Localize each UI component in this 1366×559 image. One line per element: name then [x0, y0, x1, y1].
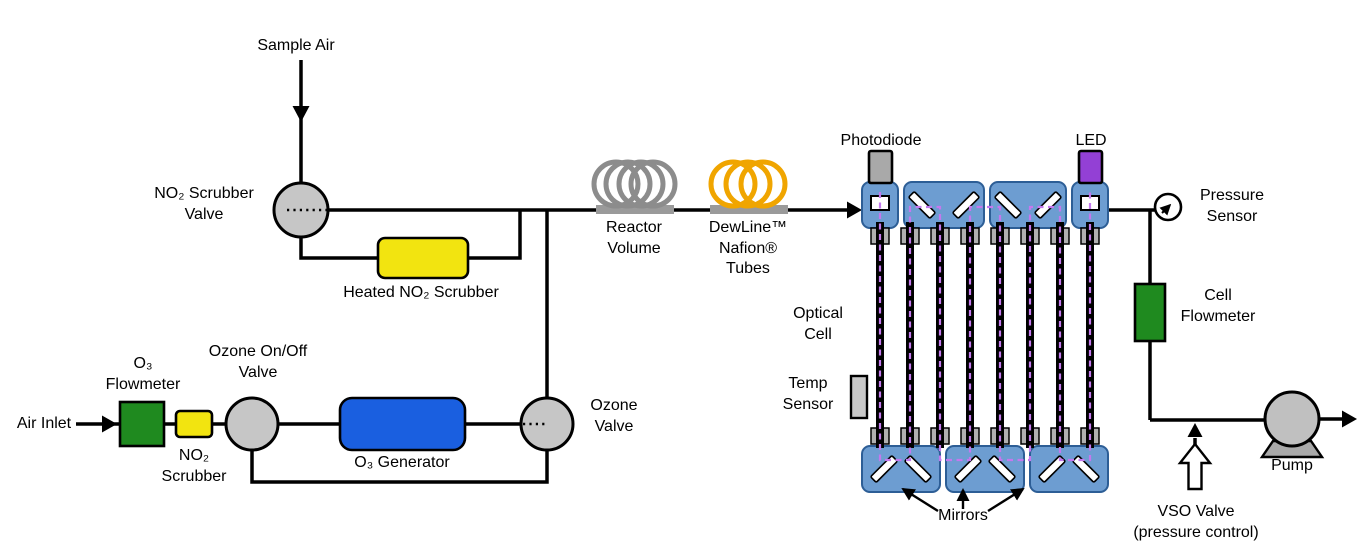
label-line: Air Inlet [16, 415, 72, 432]
label-line: (pressure control) [1133, 523, 1259, 541]
label-line: Reactor [605, 219, 663, 236]
label-line: Valve [184, 205, 224, 223]
label-line: Temp [788, 375, 828, 392]
led-box [1077, 149, 1104, 185]
nafion-tubes-coil [708, 159, 788, 214]
label-line: Tubes [726, 260, 770, 277]
label-line: Cell [804, 325, 832, 343]
label-line: Flowmeter [1180, 307, 1256, 325]
label-line: O₃ [133, 355, 153, 372]
label-line: Sample Air [257, 37, 335, 54]
heated-no2-scrubber-box [376, 236, 470, 280]
label-line: Cell [1204, 287, 1232, 304]
label-heated-no2-scrubber: Heated NO₂ Scrubber [343, 283, 499, 304]
photodiode-box [867, 149, 894, 185]
label-ozone-onoff-valve: Ozone On/Off Valve [209, 342, 307, 383]
no2-scrubber-box [174, 409, 214, 439]
label-line: Mirrors [938, 507, 988, 524]
temp-sensor-box [849, 374, 869, 420]
pressure-sensor-symbol [1153, 192, 1183, 222]
label-line: Nafion® [718, 239, 778, 257]
light-path [878, 192, 1092, 462]
label-line: Ozone [590, 397, 638, 414]
vso-valve-symbol [1177, 423, 1213, 491]
label-pump: Pump [1271, 456, 1313, 477]
label-line: Valve [594, 417, 634, 435]
optical-cell-assembly [849, 149, 1109, 493]
label-nafion-tubes: DewLine™ Nafion® Tubes [709, 218, 787, 280]
label-o3-generator: O₃ Generator [354, 453, 449, 474]
label-line: Sensor [782, 395, 834, 413]
label-pressure-sensor: Pressure Sensor [1200, 186, 1264, 227]
label-line: Valve [238, 363, 278, 381]
label-line: Photodiode [840, 132, 922, 149]
label-air-inlet: Air Inlet [17, 414, 71, 435]
label-cell-flowmeter: Cell Flowmeter [1181, 286, 1256, 327]
cell-inlet-arrow [847, 201, 862, 219]
label-no2-scrubber-valve: NO₂ Scrubber Valve [154, 184, 254, 225]
label-line: Pump [1271, 457, 1313, 474]
reactor-volume-coil [591, 159, 678, 214]
label-line: Flowmeter [105, 375, 181, 393]
label-line: Ozone On/Off [208, 343, 308, 360]
label-line: Volume [607, 239, 661, 257]
label-mirrors: Mirrors [938, 506, 988, 527]
ozone-valve-symbol [519, 396, 575, 452]
mirror-pointer-arrows [901, 487, 1025, 513]
label-line: NO₂ Scrubber [154, 185, 254, 202]
label-o3-flowmeter: O₃ Flowmeter [106, 354, 181, 395]
label-ozone-valve: Ozone Valve [590, 396, 637, 437]
flow-arrowheads [102, 106, 1357, 433]
pump-outlet-arrow [1342, 410, 1357, 428]
label-line: Heated NO₂ Scrubber [343, 284, 499, 301]
air-inlet-arrow [102, 415, 117, 433]
label-line: DewLine™ [708, 219, 788, 236]
o3-generator-box [338, 396, 467, 452]
optical-tubes [876, 222, 1094, 448]
cell-flowmeter-box [1133, 282, 1167, 343]
label-line: Sensor [1206, 207, 1258, 225]
no2-scrubber-valve-symbol [272, 181, 330, 239]
tube-fittings [870, 227, 1100, 445]
label-line: LED [1075, 132, 1107, 149]
label-sample-air: Sample Air [257, 36, 334, 57]
pump-symbol [1259, 390, 1325, 459]
label-photodiode: Photodiode [841, 131, 922, 152]
label-line: NO₂ [178, 447, 210, 464]
label-led: LED [1075, 131, 1106, 152]
cell-blocks [861, 181, 1109, 493]
o3-flowmeter-box [118, 400, 166, 448]
label-vso-valve: VSO Valve (pressure control) [1133, 502, 1258, 543]
label-line: Pressure [1199, 187, 1265, 204]
label-line: VSO Valve [1157, 503, 1235, 520]
label-temp-sensor: Temp Sensor [783, 374, 834, 415]
sample-air-arrow [292, 106, 310, 122]
ozone-onoff-valve-symbol [224, 396, 280, 452]
label-reactor-volume: Reactor Volume [606, 218, 662, 259]
mirror-stripes [870, 191, 1100, 483]
label-line: Optical [793, 305, 843, 322]
label-line: Scrubber [161, 467, 227, 485]
label-optical-cell: Optical Cell [793, 304, 843, 345]
label-line: O₃ Generator [354, 454, 450, 471]
label-no2-scrubber: NO₂ Scrubber [162, 446, 227, 487]
